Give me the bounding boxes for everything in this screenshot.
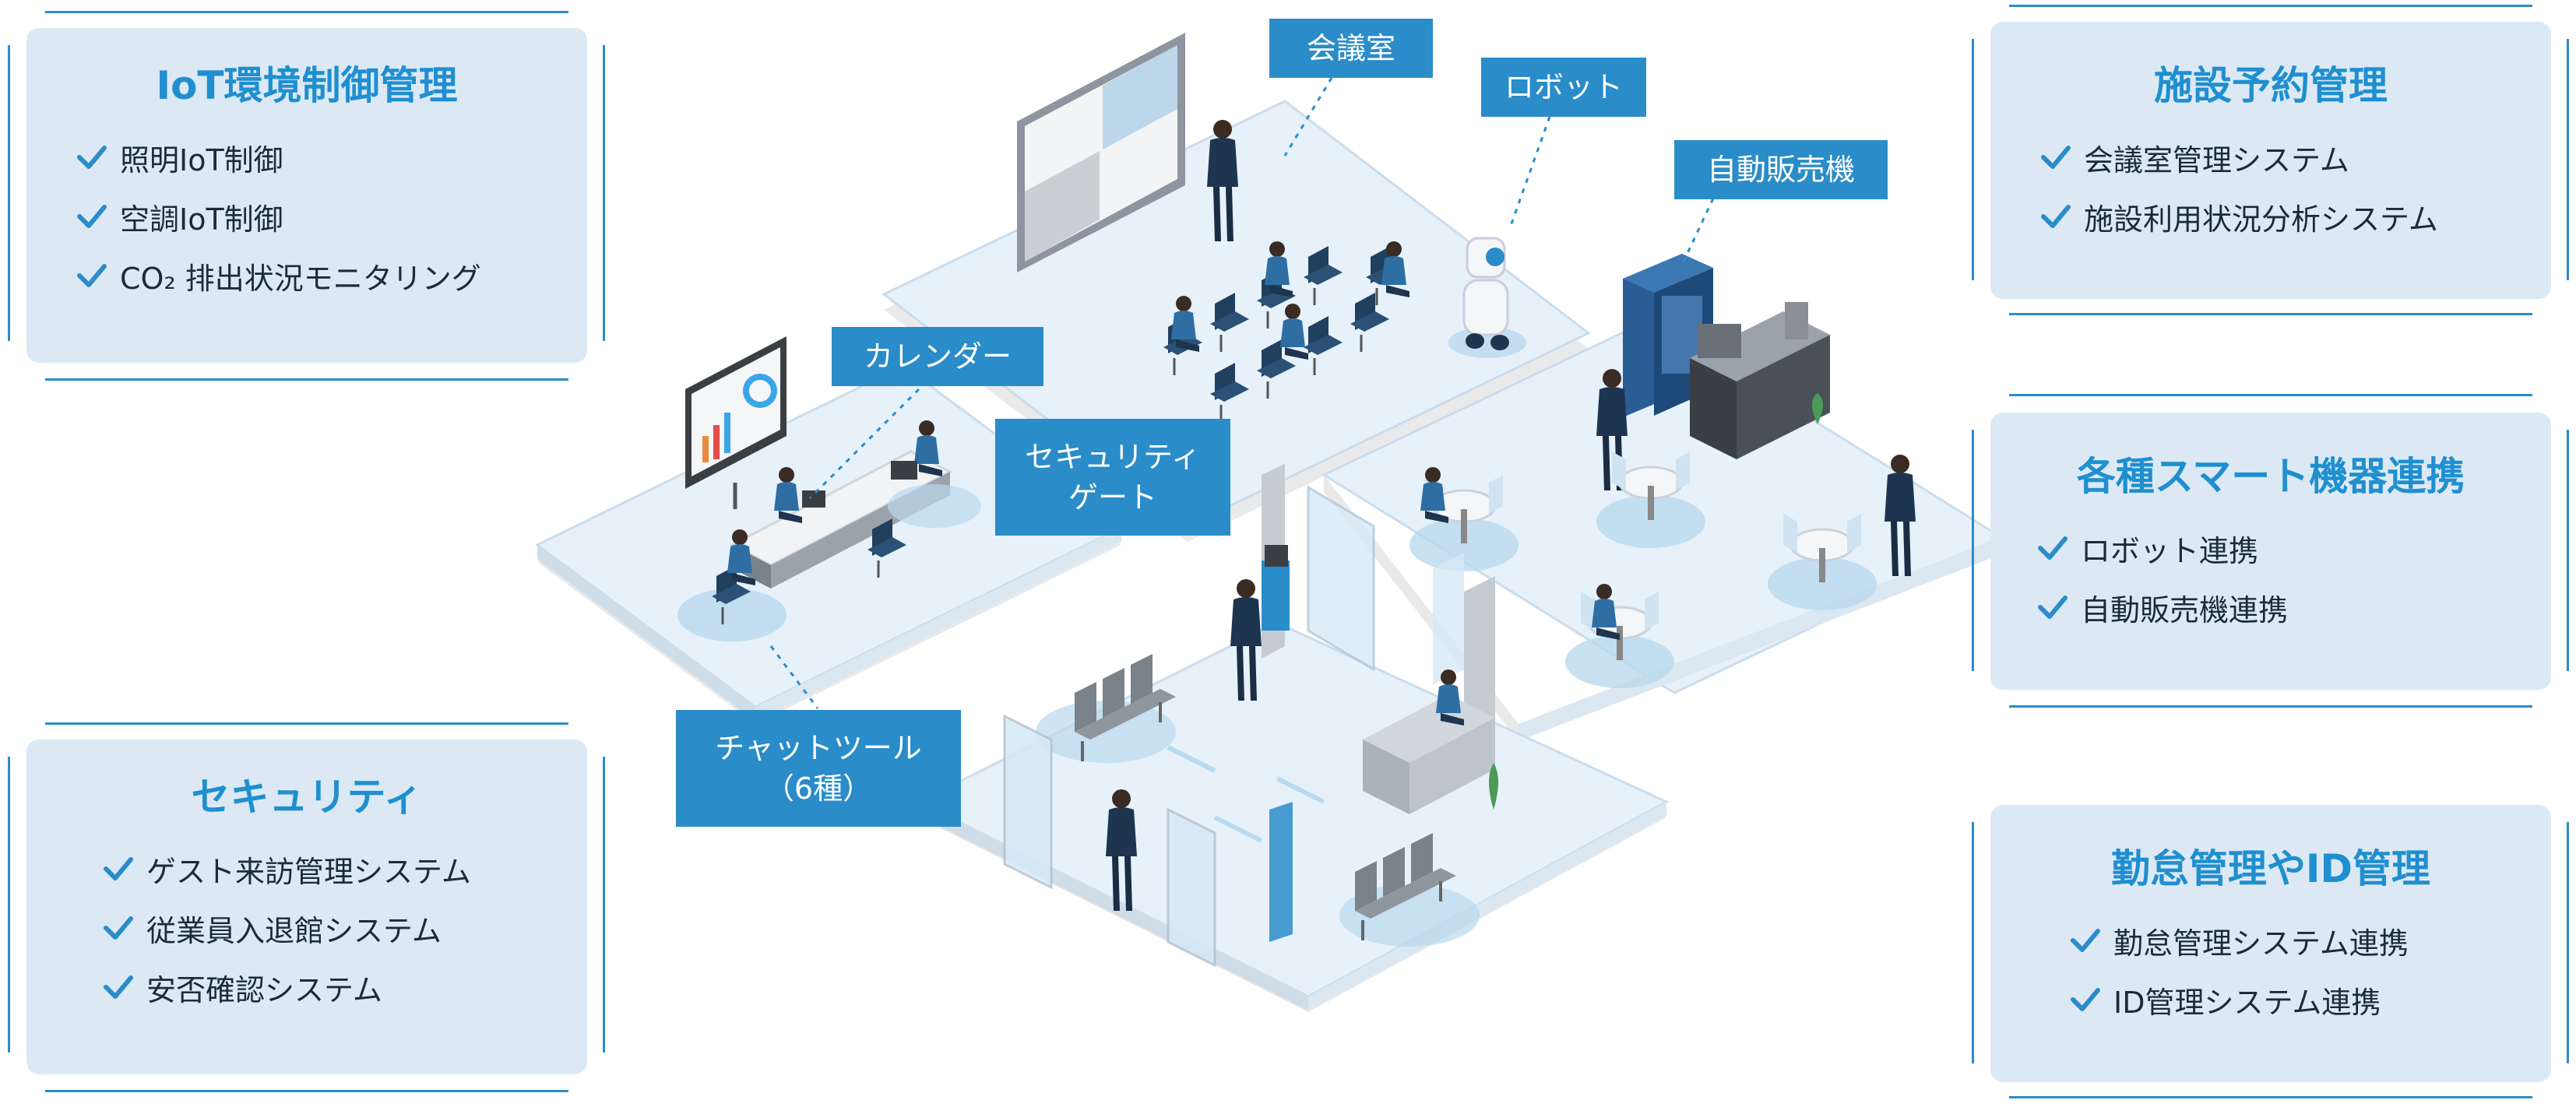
list-item: 施設利用状況分析システム: [2039, 187, 2551, 246]
list-item: 勤怠管理システム連携: [2068, 911, 2551, 970]
panel-attendance-title: 勤怠管理やID管理: [2110, 846, 2431, 891]
list-item-label: ID管理システム連携: [2113, 985, 2381, 1020]
panel-smart-left-rule: [1972, 430, 1974, 671]
check-icon: [2041, 205, 2071, 228]
callout-security-gate-line2: ゲート: [1068, 480, 1157, 515]
list-item-label: 従業員入退館システム: [146, 913, 442, 948]
list-item: 会議室管理システム: [2039, 128, 2551, 187]
robot-figure: [1448, 237, 1526, 358]
panel-smart-list: ロボット連携 自動販売機連携: [1990, 518, 2551, 637]
callout-security-gate-line1: セキュリティ: [1025, 440, 1201, 474]
panel-iot-list: 照明IoT制御 空調IoT制御 CO₂ 排出状況モニタリング: [26, 128, 587, 305]
callout-security-gate: セキュリティ ゲート: [995, 419, 1230, 536]
panel-security-left-rule: [8, 757, 10, 1053]
panel-security: セキュリティ ゲスト来訪管理システム 従業員入退館システム 安否確認システム: [26, 740, 587, 1074]
list-item-label: 勤怠管理システム連携: [2113, 926, 2409, 961]
panel-iot: IoT環境制御管理 照明IoT制御 空調IoT制御 CO₂ 排出状況モニタリング: [26, 28, 587, 363]
list-item-label: 会議室管理システム: [2084, 142, 2349, 177]
panel-attendance: 勤怠管理やID管理 勤怠管理システム連携 ID管理システム連携: [1990, 805, 2551, 1082]
panel-facility-list: 会議室管理システム 施設利用状況分析システム: [1990, 128, 2551, 246]
callout-robot: ロボット: [1481, 58, 1646, 117]
panel-facility-right-rule: [2567, 39, 2569, 280]
panel-facility-title: 施設予約管理: [2154, 63, 2388, 108]
check-icon: [2038, 596, 2067, 619]
list-item: 自動販売機連携: [2036, 578, 2551, 637]
callout-vending-machine-label: 自動販売機: [1706, 153, 1855, 187]
list-item-label: 空調IoT制御: [120, 202, 283, 237]
list-item-label: 照明IoT制御: [120, 142, 283, 177]
panel-attendance-bottom-rule: [2009, 1096, 2532, 1098]
list-item: ロボット連携: [2036, 518, 2551, 578]
panel-attendance-list: 勤怠管理システム連携 ID管理システム連携: [1990, 911, 2551, 1029]
check-icon: [77, 205, 107, 228]
panel-facility-bottom-rule: [2009, 313, 2532, 315]
list-item: 従業員入退館システム: [101, 898, 587, 958]
panel-iot-top-rule: [45, 11, 568, 13]
panel-smart-top-rule: [2009, 394, 2532, 396]
list-item: 照明IoT制御: [75, 128, 587, 187]
panel-smart-title: 各種スマート機器連携: [2076, 454, 2465, 499]
panel-smart: 各種スマート機器連携 ロボット連携 自動販売機連携: [1990, 413, 2551, 690]
callout-meeting-room: 会議室: [1269, 19, 1433, 78]
callout-vending-machine: 自動販売機: [1674, 140, 1888, 199]
list-item-label: ゲスト来訪管理システム: [146, 854, 471, 889]
panel-facility-top-rule: [2009, 5, 2532, 7]
check-icon: [77, 264, 107, 287]
list-item-label: ロボット連携: [2081, 533, 2259, 568]
panel-facility: 施設予約管理 会議室管理システム 施設利用状況分析システム: [1990, 22, 2551, 299]
list-item: ID管理システム連携: [2068, 970, 2551, 1029]
panel-smart-bottom-rule: [2009, 705, 2532, 708]
check-icon: [2071, 929, 2100, 952]
check-icon: [77, 146, 107, 169]
callout-calendar-label: カレンダー: [863, 339, 1012, 374]
panel-attendance-right-rule: [2567, 822, 2569, 1063]
panel-security-top-rule: [45, 722, 568, 725]
check-icon: [104, 975, 133, 999]
check-icon: [104, 916, 133, 940]
callout-chat-tool: チャットツール （6種）: [676, 710, 961, 827]
panel-facility-left-rule: [1972, 39, 1974, 280]
list-item-label: 自動販売機連携: [2081, 592, 2289, 627]
panel-iot-right-rule: [603, 45, 605, 341]
check-icon: [2041, 146, 2071, 169]
callout-robot-label: ロボット: [1504, 70, 1623, 104]
check-icon: [2071, 988, 2100, 1011]
panel-iot-left-rule: [8, 45, 10, 341]
panel-iot-bottom-rule: [45, 378, 568, 381]
check-icon: [2038, 536, 2067, 560]
panel-security-list: ゲスト来訪管理システム 従業員入退館システム 安否確認システム: [26, 839, 587, 1017]
list-item: CO₂ 排出状況モニタリング: [75, 246, 587, 305]
panel-attendance-left-rule: [1972, 822, 1974, 1063]
list-item: ゲスト来訪管理システム: [101, 839, 587, 898]
list-item: 空調IoT制御: [75, 187, 587, 246]
callout-chat-tool-line2: （6種）: [764, 771, 873, 806]
panel-security-right-rule: [603, 757, 605, 1053]
list-item-label: CO₂ 排出状況モニタリング: [120, 261, 481, 296]
list-item-label: 施設利用状況分析システム: [2084, 202, 2438, 237]
list-item: 安否確認システム: [101, 958, 587, 1017]
check-icon: [104, 857, 133, 880]
panel-security-title: セキュリティ: [191, 775, 423, 820]
leader-lines: [769, 77, 1715, 709]
callout-meeting-room-label: 会議室: [1306, 31, 1395, 65]
callout-calendar: カレンダー: [832, 327, 1043, 386]
callout-chat-tool-line1: チャットツール: [715, 731, 922, 765]
panel-iot-title: IoT環境制御管理: [156, 63, 458, 108]
panel-security-bottom-rule: [45, 1090, 568, 1092]
panel-smart-right-rule: [2567, 430, 2569, 671]
list-item-label: 安否確認システム: [146, 972, 382, 1007]
